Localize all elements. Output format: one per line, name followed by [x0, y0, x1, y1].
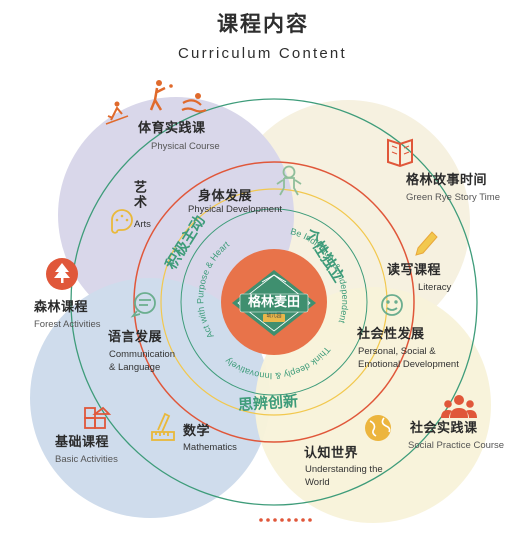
world-en2: World — [305, 477, 330, 488]
physical-dev-en: Physical Development — [188, 204, 282, 215]
literacy-cn: 读写课程 — [387, 263, 442, 278]
physical-course-cn: 体育实践课 — [138, 121, 206, 136]
book-icon — [387, 138, 413, 168]
people-icon — [441, 395, 477, 418]
blue-circle — [30, 278, 270, 518]
middle-red-ring — [133, 161, 415, 443]
arts-cn: 艺术 — [130, 180, 146, 210]
social-practice-cn: 社会实践课 — [410, 421, 478, 436]
world-en1: Understanding the — [305, 464, 383, 475]
basic-en: Basic Activities — [55, 454, 118, 465]
literacy-en: Literacy — [418, 282, 452, 293]
logo-sub: 幼儿园 — [266, 313, 282, 319]
communication-cn: 语言发展 — [108, 330, 163, 345]
ruler-pencil-icon — [151, 412, 175, 441]
palette-icon — [111, 209, 133, 234]
personal-social-en2: Emotional Development — [358, 359, 459, 370]
arts-en: Arts — [134, 219, 151, 230]
physical-course-en: Physical Course — [151, 141, 220, 152]
communication-en1: Communication — [109, 349, 175, 360]
page-dots — [259, 518, 312, 522]
social-practice-en: Social Practice Course — [408, 440, 505, 451]
forest-en: Forest Activities — [34, 319, 101, 330]
pencil-icon — [415, 231, 438, 256]
logo-name: 格林麦田 — [247, 295, 300, 310]
page-subtitle: Curriculum Content — [178, 45, 347, 62]
world-cn: 认知世界 — [304, 446, 359, 461]
inner-green-ring — [180, 208, 368, 396]
math-cn: 数学 — [183, 424, 211, 439]
tree-icon — [46, 258, 78, 290]
building-blocks-icon — [84, 406, 112, 429]
forest-cn: 森林课程 — [34, 300, 89, 315]
ring-text-bottom-cn: 思辨创新 — [237, 391, 299, 415]
chat-bubble-icon — [130, 292, 156, 318]
math-en: Mathematics — [183, 442, 237, 453]
green-rye-cn: 格林故事时间 — [406, 173, 488, 188]
globe-icon — [365, 415, 391, 441]
smiley-chat-icon — [381, 294, 403, 316]
basic-cn: 基础课程 — [55, 435, 110, 450]
page-title: 课程内容 — [217, 12, 309, 36]
sports-icon — [105, 80, 207, 125]
physical-dev-cn: 身体发展 — [198, 189, 253, 204]
yellow-bottom-circle — [255, 287, 491, 523]
communication-en2: & Language — [109, 362, 161, 373]
outer-green-ring — [70, 98, 478, 506]
green-rye-en: Green Rye Story Time — [406, 192, 500, 203]
personal-social-en1: Personal, Social & — [358, 346, 436, 357]
center-logo — [232, 270, 316, 336]
gingerbread-icon — [276, 165, 302, 196]
personal-social-cn: 社会性发展 — [357, 327, 425, 342]
